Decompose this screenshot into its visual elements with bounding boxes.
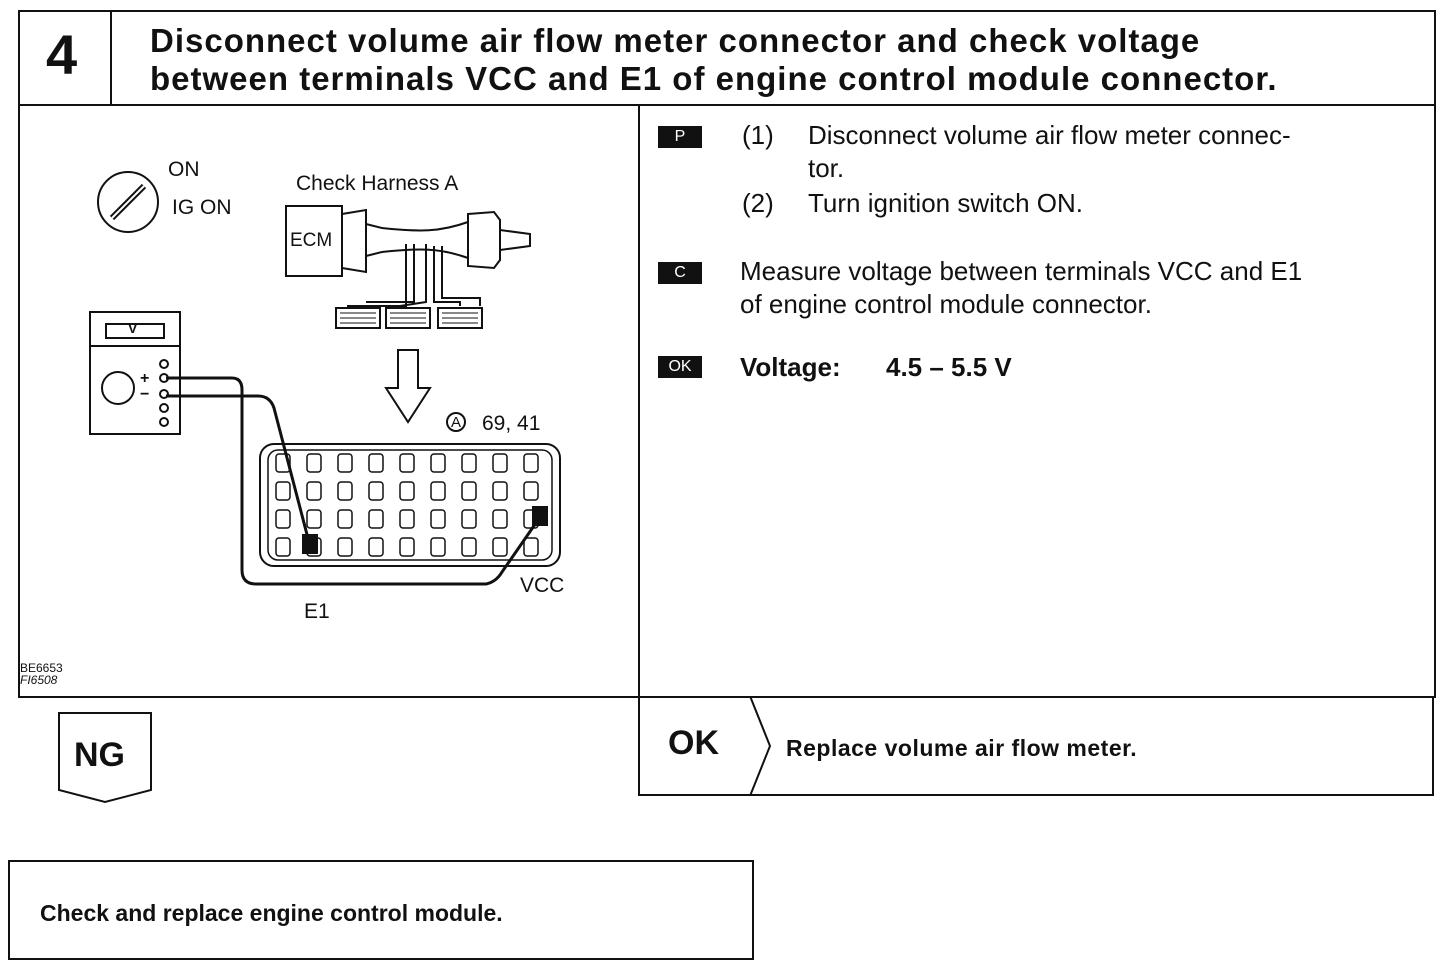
check-harness-icon	[285, 205, 531, 310]
connector-pin	[337, 481, 353, 501]
connector-pin	[275, 481, 291, 501]
connector-ref-circle: A	[446, 412, 466, 432]
step-number: 4	[46, 23, 78, 86]
c-line2: of engine control module connector.	[740, 289, 1152, 319]
step-number-divider	[110, 10, 112, 106]
p-step1-line2: tor.	[808, 153, 845, 183]
connector-pin	[430, 537, 446, 557]
step-title-line2: between terminals VCC and E1 of engine c…	[150, 60, 1278, 97]
connector-pin	[523, 537, 539, 557]
connector-pin	[306, 481, 322, 501]
figure-code-1: BE6653	[20, 661, 63, 675]
ng-arrow-marker	[58, 712, 152, 804]
ecm-connector-outline	[259, 443, 561, 567]
connector-pin	[461, 537, 477, 557]
harness-label: Check Harness A	[296, 172, 459, 195]
connector-pin	[368, 481, 384, 501]
connector-pin	[275, 537, 291, 557]
connector-pin	[337, 509, 353, 529]
ok-arrow-divider	[749, 696, 772, 796]
connector-pin	[275, 509, 291, 529]
harness-connector-icons	[335, 307, 483, 329]
content-divider	[638, 104, 640, 698]
connector-pin	[368, 509, 384, 529]
probe-lead-vcc	[166, 376, 540, 586]
connector-pin	[368, 453, 384, 473]
arrow-down-icon	[384, 349, 432, 424]
meter-range-label: V	[128, 320, 138, 336]
connector-pin	[399, 453, 415, 473]
terminal-e1-pin	[302, 534, 318, 554]
ecm-label: ECM	[290, 230, 333, 251]
ok-result-label: OK	[668, 724, 719, 762]
ecm-connector-pins	[275, 453, 539, 557]
connector-pin	[430, 481, 446, 501]
connector-pin	[461, 453, 477, 473]
connector-pin	[399, 481, 415, 501]
badge-c: C	[658, 262, 702, 284]
connector-pin	[492, 509, 508, 529]
connector-pin	[306, 509, 322, 529]
terminal-e1-label: E1	[304, 600, 330, 623]
ok-result-box	[638, 696, 1434, 796]
probe-lead-e1	[166, 394, 312, 547]
voltage-label: Voltage:	[740, 352, 841, 382]
p-step1-line1: Disconnect volume air flow meter connec-	[808, 120, 1291, 150]
switch-ig-on-label: IG ON	[172, 196, 232, 219]
connector-pin	[399, 537, 415, 557]
ignition-switch-icon	[97, 171, 159, 233]
switch-on-label: ON	[168, 158, 200, 181]
connector-pin	[492, 481, 508, 501]
connector-pin	[461, 481, 477, 501]
terminal-vcc-label: VCC	[520, 574, 565, 597]
ng-result-action: Check and replace engine control module.	[40, 900, 503, 926]
connector-pin	[275, 453, 291, 473]
connector-pin	[399, 509, 415, 529]
meter-plus-label: +	[140, 370, 150, 387]
p-step2-text: Turn ignition switch ON.	[808, 188, 1084, 218]
connector-pin	[523, 481, 539, 501]
connector-pin	[430, 453, 446, 473]
badge-ok: OK	[658, 356, 702, 378]
step-title-line1: Disconnect volume air flow meter connect…	[150, 22, 1201, 59]
p-step1-number: (1)	[742, 120, 774, 150]
connector-pin	[492, 453, 508, 473]
meter-minus-label: −	[140, 386, 150, 403]
connector-pin	[337, 453, 353, 473]
connector-pin	[368, 537, 384, 557]
connector-pin	[523, 453, 539, 473]
ecm-connector-inner	[267, 449, 553, 561]
ng-result-label: NG	[74, 736, 125, 774]
connector-pin	[306, 453, 322, 473]
connector-pin	[430, 509, 446, 529]
connector-pin	[461, 509, 477, 529]
c-line1: Measure voltage between terminals VCC an…	[740, 256, 1303, 286]
p-step2-number: (2)	[742, 188, 774, 218]
figure-code-2: FI6508	[20, 673, 58, 687]
badge-p: P	[658, 126, 702, 148]
voltage-value: 4.5 – 5.5 V	[886, 352, 1012, 382]
connector-pin	[337, 537, 353, 557]
terminal-vcc-pin	[532, 506, 548, 526]
wiring-diagram	[89, 171, 561, 586]
connector-ref-label: 69, 41	[482, 412, 541, 435]
voltmeter-icon	[89, 311, 181, 435]
connector-pin	[492, 537, 508, 557]
ng-action-box	[8, 860, 754, 960]
ok-result-action: Replace volume air flow meter.	[786, 735, 1138, 761]
